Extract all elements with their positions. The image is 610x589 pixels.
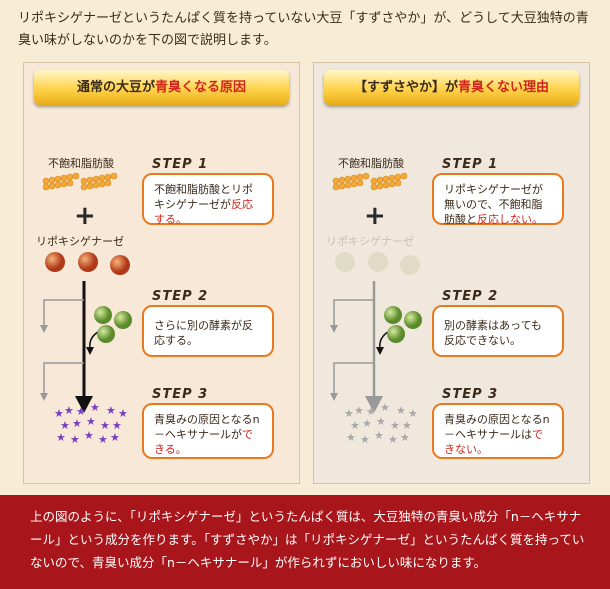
svg-text:★: ★ [64,404,74,417]
step3-text: 青臭みの原因となるn－ヘキサナールが [154,413,260,441]
svg-text:★: ★ [56,431,66,444]
step1-box: 不飽和脂肪酸とリポキシゲナーゼが反応する。 [142,173,274,226]
svg-text:★: ★ [118,407,128,420]
step1-title: STEP 1 [152,157,209,172]
svg-text:★: ★ [86,415,96,428]
svg-text:★: ★ [374,429,384,442]
banner-highlight: 青臭くない理由 [458,80,550,95]
step2-box: さらに別の酵素が反応する。 [142,305,274,357]
svg-text:★: ★ [350,419,360,432]
svg-text:★: ★ [106,404,116,417]
fatty-acid-molecules-icon [332,172,408,191]
suzusayaka-panel: 【すずさやか】が青臭くない理由 不飽和脂肪酸 + リポキシゲナーゼ ★★★★★★… [313,62,590,484]
svg-text:★: ★ [362,417,372,430]
svg-text:★: ★ [76,405,86,418]
hexanal-stars-icon: ★★★★★★ ★★★★★ ★★★★★ [54,401,128,446]
hexanal-stars-faded-icon: ★★★★★★ ★★★★★ ★★★★★ [344,401,418,446]
step1-highlight: 反応する。 [154,198,253,226]
svg-text:★: ★ [360,433,370,446]
step3-box: 青臭みの原因となるn－ヘキサナールができる。 [142,403,274,459]
step3-title: STEP 3 [152,387,209,402]
banner-highlight: 青臭くなる原因 [155,80,247,95]
intro-text: リポキシゲナーゼというたんぱく質を持っていない大豆「すずさやか」が、どうして大豆… [18,11,589,48]
summary-footer: 上の図のように、「リポキシゲナーゼ」というたんぱく質は、大豆独特の青臭い成分「n… [0,495,610,589]
summary-text: 上の図のように、「リポキシゲナーゼ」というたんぱく質は、大豆独特の青臭い成分「n… [30,509,585,570]
svg-text:★: ★ [100,419,110,432]
svg-text:★: ★ [376,415,386,428]
step1-text: リポキシゲナーゼが無いので、不飽和脂肪酸と [444,183,543,226]
fatty-acid-molecules-icon [42,172,118,191]
svg-text:★: ★ [390,419,400,432]
other-enzyme-icon [94,306,132,343]
fatty-acid-label: 不飽和脂肪酸 [48,157,114,170]
normal-soybean-banner: 通常の大豆が青臭くなる原因 [34,70,289,105]
svg-text:★: ★ [380,401,390,414]
step1-text: 不飽和脂肪酸とリポキシゲナーゼが [154,183,253,211]
svg-text:★: ★ [54,407,64,420]
other-enzyme-icon [384,306,422,343]
step2-box: 別の酵素はあっても反応できない。 [432,305,564,357]
svg-text:★: ★ [110,431,120,444]
plus-icon: + [364,201,386,231]
step2-text: 別の酵素はあっても反応できない。 [444,319,542,347]
svg-text:★: ★ [366,405,376,418]
step3-box: 青臭みの原因となるn－ヘキサナールはできない。 [432,403,564,459]
svg-text:★: ★ [70,433,80,446]
reaction-flow-arrows [330,281,395,413]
step1-title: STEP 1 [442,157,499,172]
normal-soybean-panel: 通常の大豆が青臭くなる原因 不飽和脂肪酸 + リポキシゲナーゼ ★★★★★★ ★… [23,62,300,484]
banner-title: 【すずさやか】が [353,80,458,95]
svg-text:★: ★ [402,419,412,432]
svg-text:★: ★ [396,404,406,417]
lipoxygenase-label: リポキシゲナーゼ [36,235,124,248]
step1-highlight: 反応しない。 [477,213,543,226]
svg-text:★: ★ [344,407,354,420]
svg-text:★: ★ [354,404,364,417]
step3-highlight: できる。 [154,428,253,456]
svg-text:★: ★ [84,429,94,442]
fatty-acid-label: 不飽和脂肪酸 [338,157,404,170]
svg-text:★: ★ [400,431,410,444]
step3-text: 青臭みの原因となるn－ヘキサナールは [444,413,550,441]
svg-text:★: ★ [388,433,398,446]
step3-highlight: できない。 [444,428,543,456]
svg-text:★: ★ [112,419,122,432]
svg-text:★: ★ [90,401,100,414]
step3-title: STEP 3 [442,387,499,402]
banner-title: 通常の大豆が [76,80,155,95]
reaction-flow-arrows [40,281,105,413]
plus-icon: + [74,201,96,231]
suzusayaka-banner: 【すずさやか】が青臭くない理由 [324,70,579,105]
step1-box: リポキシゲナーゼが無いので、不飽和脂肪酸と反応しない。 [432,173,564,226]
lipoxygenase-label-faded: リポキシゲナーゼ [326,235,414,248]
step2-title: STEP 2 [152,289,209,304]
svg-text:★: ★ [346,431,356,444]
svg-text:★: ★ [60,419,70,432]
step2-text: さらに別の酵素が反応する。 [154,319,253,347]
svg-text:★: ★ [72,417,82,430]
step2-title: STEP 2 [442,289,499,304]
svg-text:★: ★ [98,433,108,446]
lipoxygenase-enzyme-icon [45,252,130,275]
svg-text:★: ★ [408,407,418,420]
lipoxygenase-enzyme-faded-icon [335,252,420,275]
